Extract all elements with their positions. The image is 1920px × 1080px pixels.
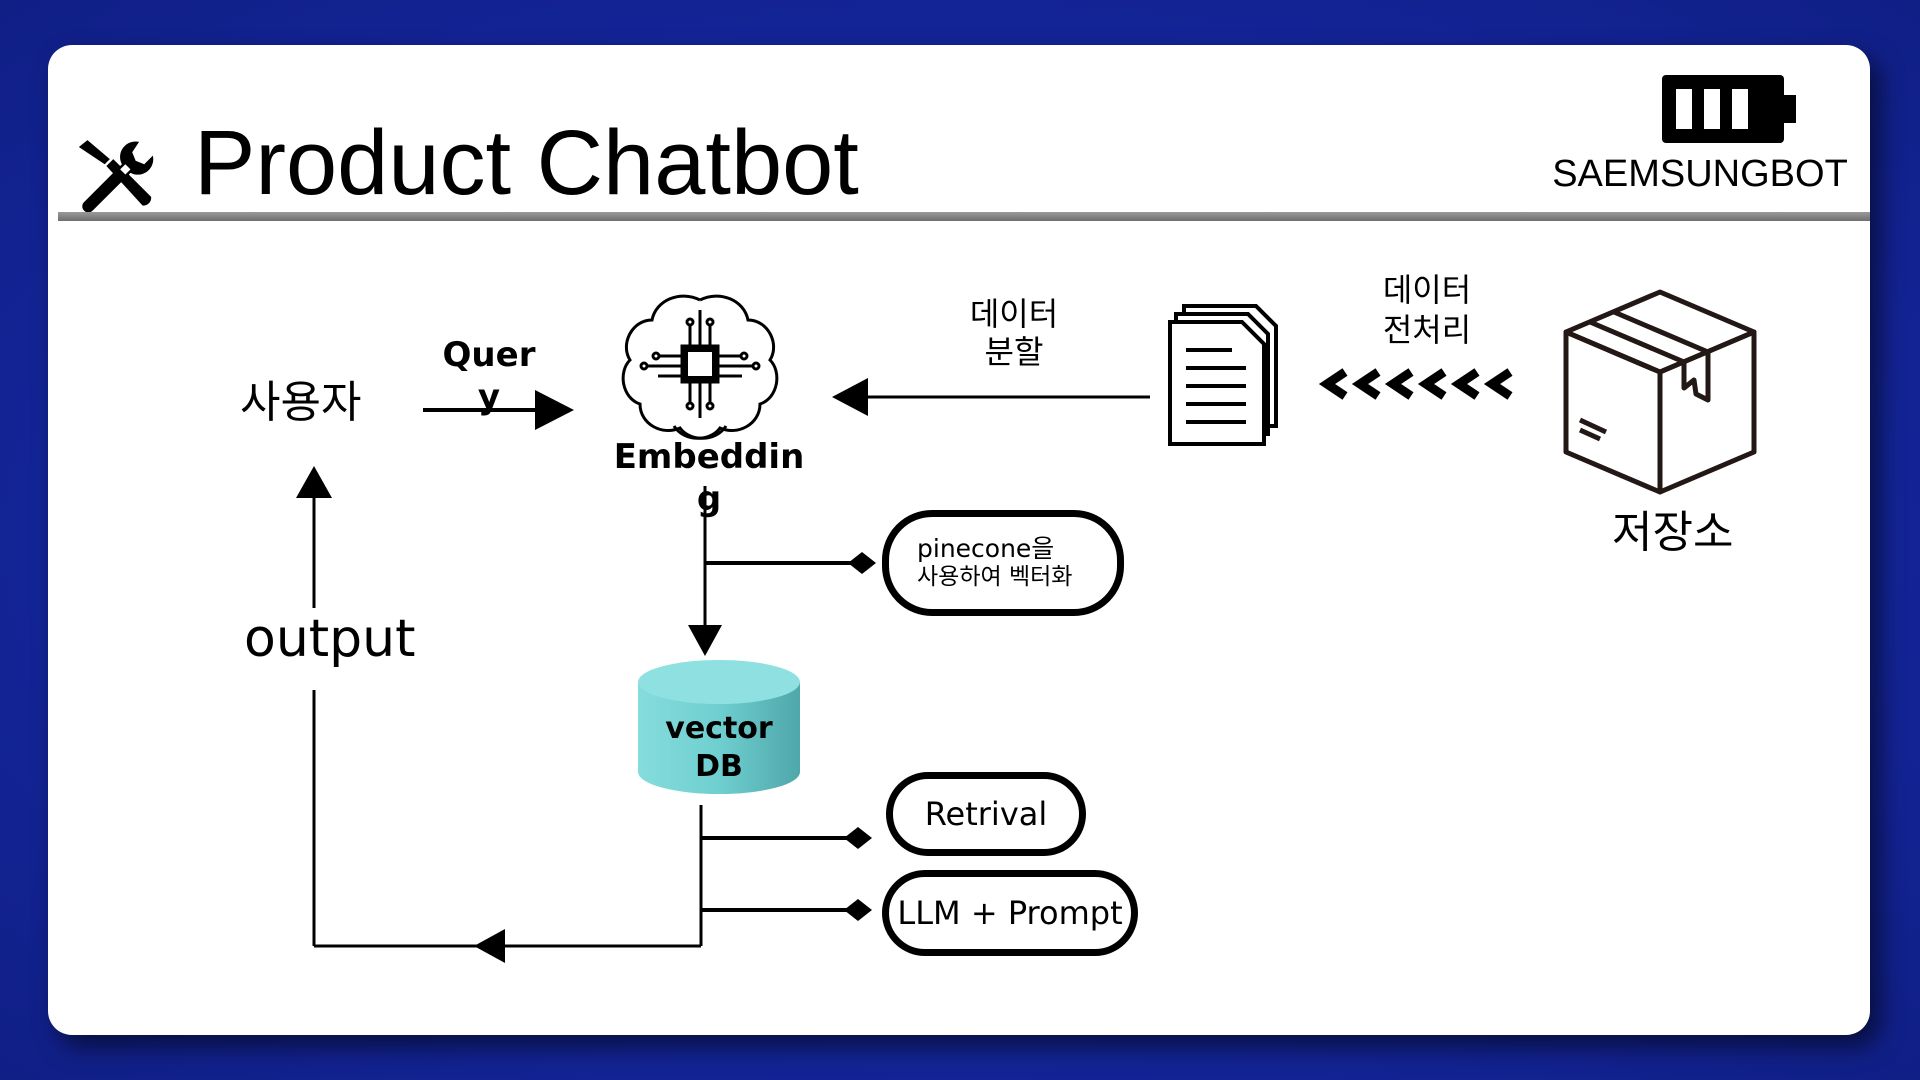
documents-icon (1168, 304, 1278, 446)
query-arrow (423, 390, 574, 430)
pinecone-callout: pinecone을 사용하여 벡터화 (882, 510, 1124, 616)
db-output-connectors (699, 805, 872, 946)
query-label-line2: y (477, 377, 501, 417)
retrival-label: Retrival (924, 795, 1048, 833)
pinecone-callout-line1: pinecone을 (917, 534, 1055, 564)
user-label: 사용자 (240, 377, 362, 428)
tools-icon (78, 140, 154, 213)
data-split-label-line1: 데이터 (969, 295, 1059, 333)
vector-db-label-line2: DB (695, 749, 743, 784)
preprocess-chevrons (1318, 368, 1513, 400)
battery-icon (1662, 75, 1796, 143)
query-label-line1: Quer (442, 335, 536, 375)
brand-name: SAEMSUNGBOT (1552, 153, 1848, 195)
box-icon (1563, 289, 1757, 495)
output-label: output (244, 609, 416, 669)
pinecone-connector (705, 552, 876, 574)
llm-prompt-label: LLM + Prompt (897, 894, 1123, 932)
retrival-callout: Retrival (886, 772, 1086, 856)
embedding-label-line1: Embeddin (613, 437, 805, 477)
storage-label: 저장소 (1612, 507, 1734, 558)
output-return-arrow (296, 466, 701, 963)
header-divider (58, 212, 1870, 221)
vector-db-label-line1: vector (665, 711, 773, 746)
brain-chip-icon (621, 294, 779, 440)
preprocess-label-line2: 전처리 (1382, 311, 1472, 349)
data-split-arrow (832, 378, 1150, 416)
llm-prompt-callout: LLM + Prompt (882, 870, 1138, 956)
pinecone-callout-line2: 사용하여 벡터화 (917, 564, 1073, 591)
embedding-to-db-arrow (688, 486, 722, 656)
vector-db-cylinder (638, 660, 800, 794)
preprocess-label-line1: 데이터 (1382, 271, 1472, 309)
embedding-label-line2: g (696, 479, 722, 519)
page-title: Product Chatbot (194, 112, 859, 214)
brand-logo: SAEMSUNGBOT (1550, 73, 1850, 203)
data-split-label-line2: 분할 (984, 333, 1044, 371)
